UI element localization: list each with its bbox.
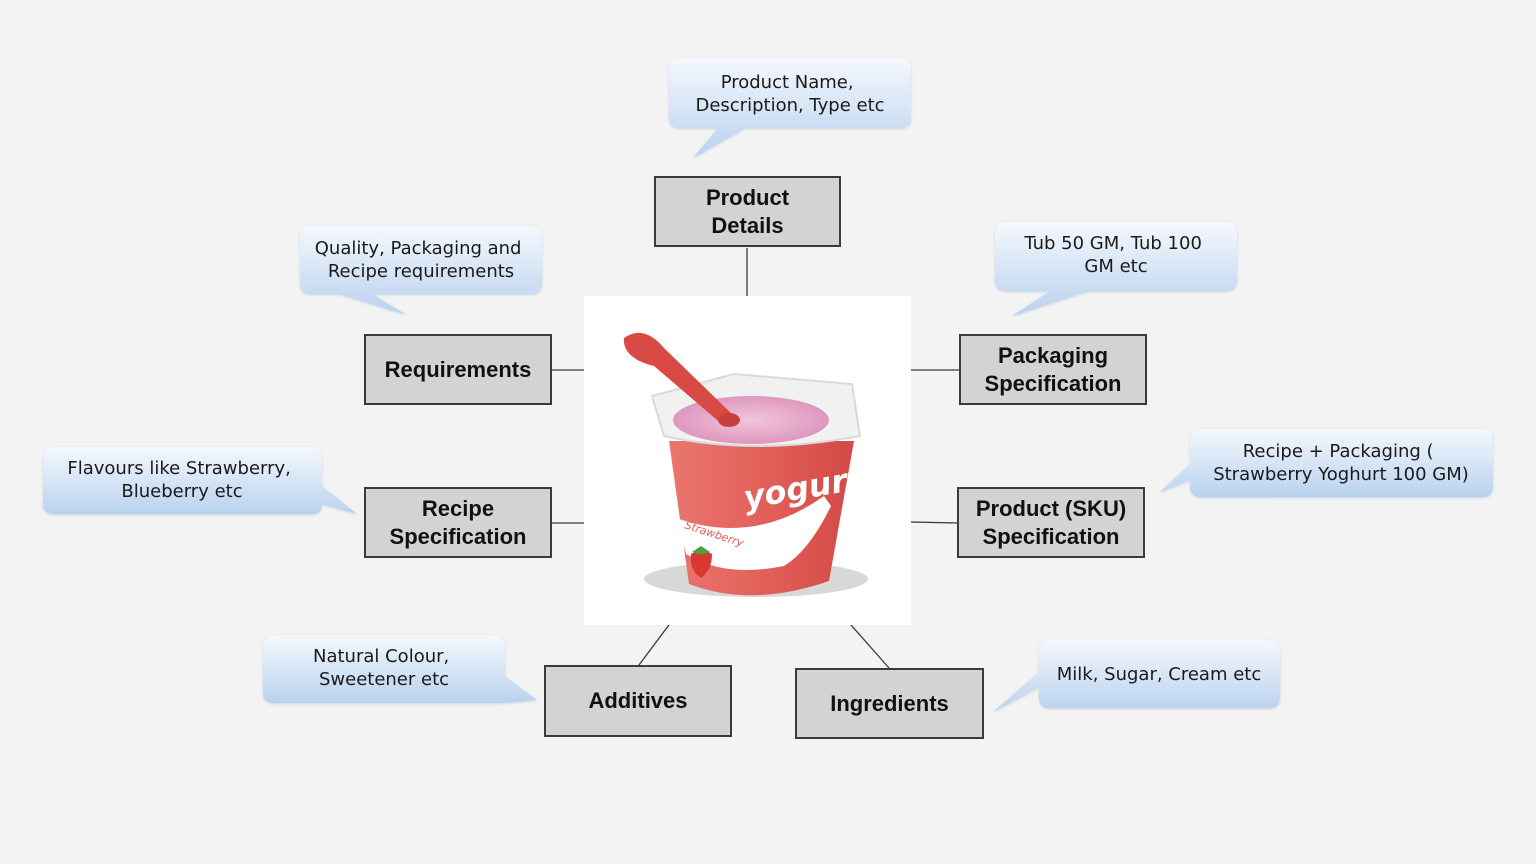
node-additives: Additives [544,665,732,737]
callout-text-line: Tub 50 GM, Tub 100 [1023,233,1202,254]
node-product-sku-specification: Product (SKU) Specification [957,487,1145,558]
svg-text:Flavours like Strawberry,: Flavours like Strawberry, Blueberry etc [67,458,296,502]
callout-text-line: Recipe + Packaging ( [1243,441,1434,462]
callout-text-line: Product Name, [721,72,854,93]
strawberry-icon [690,551,712,578]
node-label: Additives [588,688,688,713]
strawberry-leaf-icon [692,546,710,555]
spoon-handle [623,332,734,426]
callout-additives: Natural Colour, Sweetener etc [263,635,537,703]
callout-text-line: Flavours like Strawberry, [67,458,291,479]
callout-text-line: Blueberry etc [121,481,242,502]
yogurt-cup-illustration: yogurt Strawberry [584,296,911,625]
node-product-details: Product Details [654,176,841,247]
callout-text-line: Quality, Packaging and [315,238,522,259]
node-label: Product (SKU) Specification [975,495,1127,549]
cup-swoosh [676,496,831,570]
node-label: Ingredients [830,690,949,716]
node-label: Packaging Specification [984,342,1122,396]
callout-requirements: Quality, Packaging and Recipe requiremen… [300,226,542,315]
callout-text-line: Recipe requirements [328,261,514,282]
callout-text-line: Description, Type etc [695,95,884,116]
callout-product-details: Product Name, Description, Type etc [669,58,911,158]
svg-text:Recipe + Packaging ( S: Recipe + Packaging ( Strawberry Yoghurt … [1213,441,1469,485]
spoon-bowl [718,413,740,427]
callout-recipe: Flavours like Strawberry, Blueberry etc [43,447,357,514]
svg-text:Product Name, Descript: Product Name, Description, Type etc [695,72,884,116]
callout-text-line: GM etc [1084,256,1147,277]
svg-text:Quality, Packaging and: Quality, Packaging and Recipe requiremen… [315,238,527,282]
node-packaging-specification: Packaging Specification [959,334,1147,405]
node-label: Product Details [705,184,790,238]
node-recipe-specification: Recipe Specification [364,487,552,558]
yogurt-cup-icon: yogurt Strawberry [623,332,868,597]
node-ingredients: Ingredients [795,668,984,739]
callout-text-line: Natural Colour, [313,646,449,667]
callout-text-line: Strawberry Yoghurt 100 GM) [1213,464,1469,485]
svg-text:Tub 50 GM, Tub 100 GM: Tub 50 GM, Tub 100 GM etc [1023,233,1207,277]
svg-text:Milk, Sugar, Cream etc: Milk, Sugar, Cream etc [1057,664,1262,685]
node-requirements: Requirements [364,334,552,405]
svg-text:Natural Colour, Sweete: Natural Colour, Sweetener etc [313,646,455,690]
node-label: Requirements [384,356,532,382]
node-label: Recipe Specification [389,495,527,549]
callout-text-line: Milk, Sugar, Cream etc [1057,664,1262,685]
callout-ingredients: Milk, Sugar, Cream etc [993,640,1280,712]
callout-text-line: Sweetener etc [319,669,449,690]
callout-sku: Recipe + Packaging ( Strawberry Yoghurt … [1160,429,1493,497]
callout-packaging: Tub 50 GM, Tub 100 GM etc [995,222,1237,316]
